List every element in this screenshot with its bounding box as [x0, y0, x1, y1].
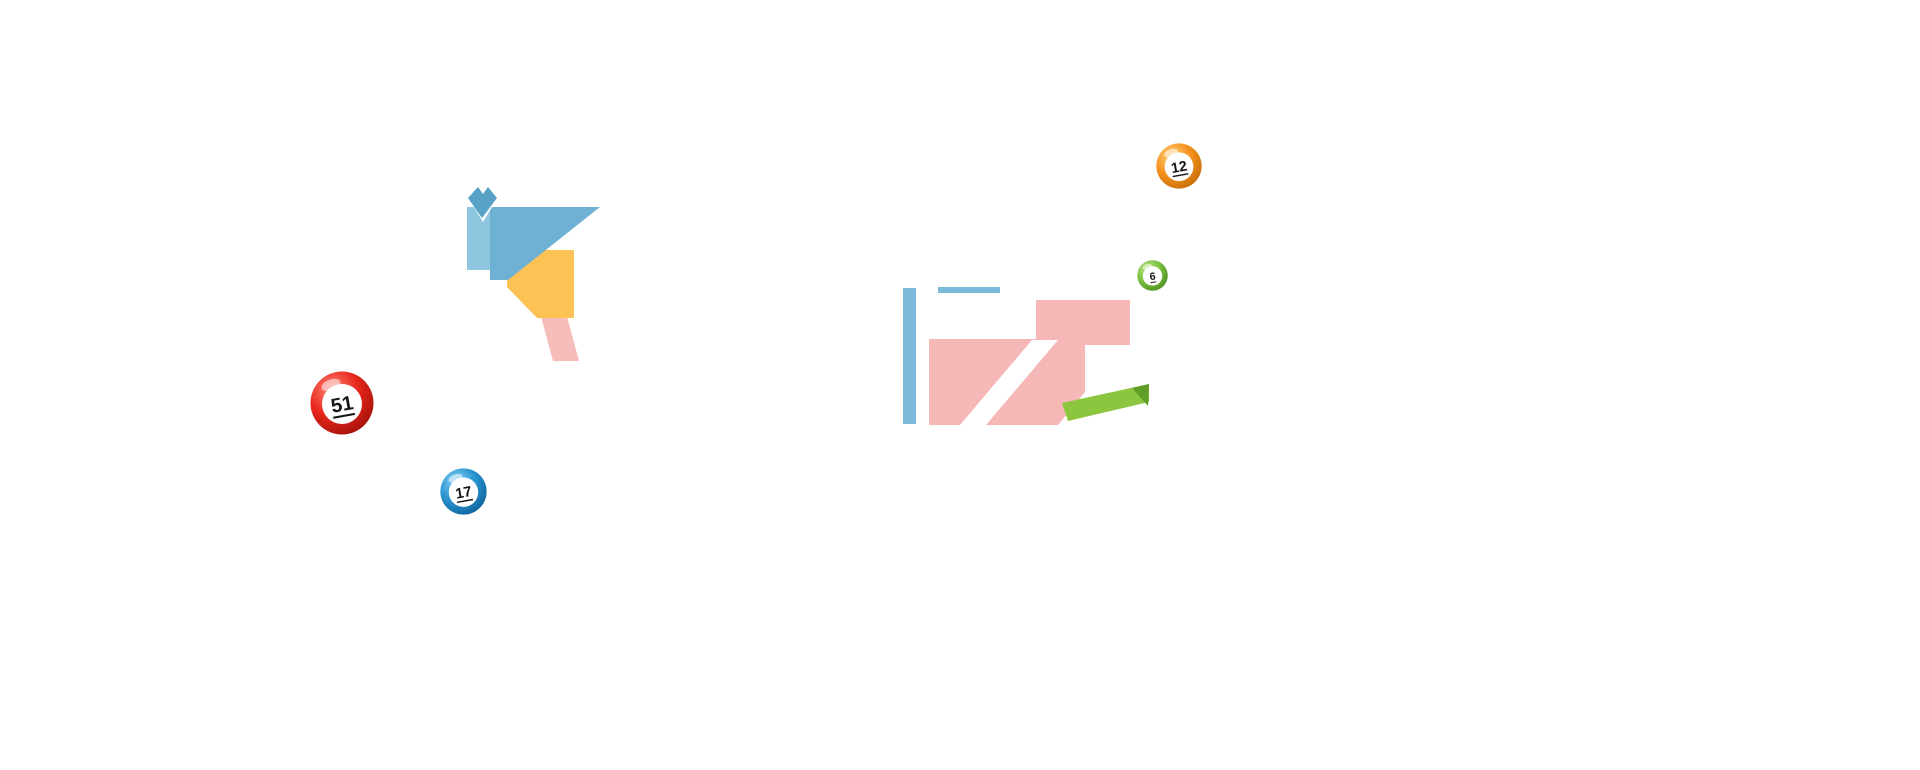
- bingo-ball-17: 17: [440, 468, 487, 515]
- ball-number-group: 51: [329, 392, 356, 419]
- promo-pink-top-bar: [1036, 300, 1130, 345]
- ball-number: 17: [454, 484, 473, 503]
- origami-strip-shape: [467, 207, 490, 270]
- ball-number-underline: [333, 412, 356, 419]
- promo-white-diagonal: [960, 340, 1058, 425]
- bingo-ball-51: 51: [310, 371, 374, 435]
- origami-tail-pink-shape: [536, 298, 579, 361]
- promo-pink-block: [929, 339, 1036, 425]
- bingo-ball-12: 12: [1156, 143, 1202, 189]
- promo-green-ribbon: [1062, 384, 1149, 421]
- origami-illustration: [467, 187, 600, 361]
- ball-number-underline: [456, 498, 474, 504]
- promo-green-tip: [1132, 384, 1149, 406]
- promo-pink-column: [1036, 345, 1085, 425]
- ball-number-underline: [1172, 173, 1189, 178]
- origami-wing-blue-shape: [490, 207, 600, 280]
- ball-number: 12: [1170, 158, 1189, 177]
- bingo-ball-6: 6: [1137, 260, 1168, 291]
- ball-number-group: 12: [1170, 158, 1189, 178]
- origami-white-notch: [474, 207, 492, 222]
- ball-number-group: 17: [454, 484, 474, 504]
- ball-number-underline: [1150, 281, 1157, 284]
- ball-number-disc: [1142, 266, 1163, 286]
- origami-crest-shape: [468, 187, 497, 218]
- ball-number: 6: [1149, 270, 1157, 283]
- ball-number: 51: [329, 392, 355, 418]
- promo-blue-bar: [903, 288, 916, 424]
- promo-white-notch: [1058, 392, 1085, 425]
- promo-blue-dash: [938, 287, 1000, 293]
- ball-number-group: 6: [1149, 270, 1157, 283]
- promo-graphic: [903, 287, 1149, 425]
- origami-body-yellow-shape: [507, 250, 574, 318]
